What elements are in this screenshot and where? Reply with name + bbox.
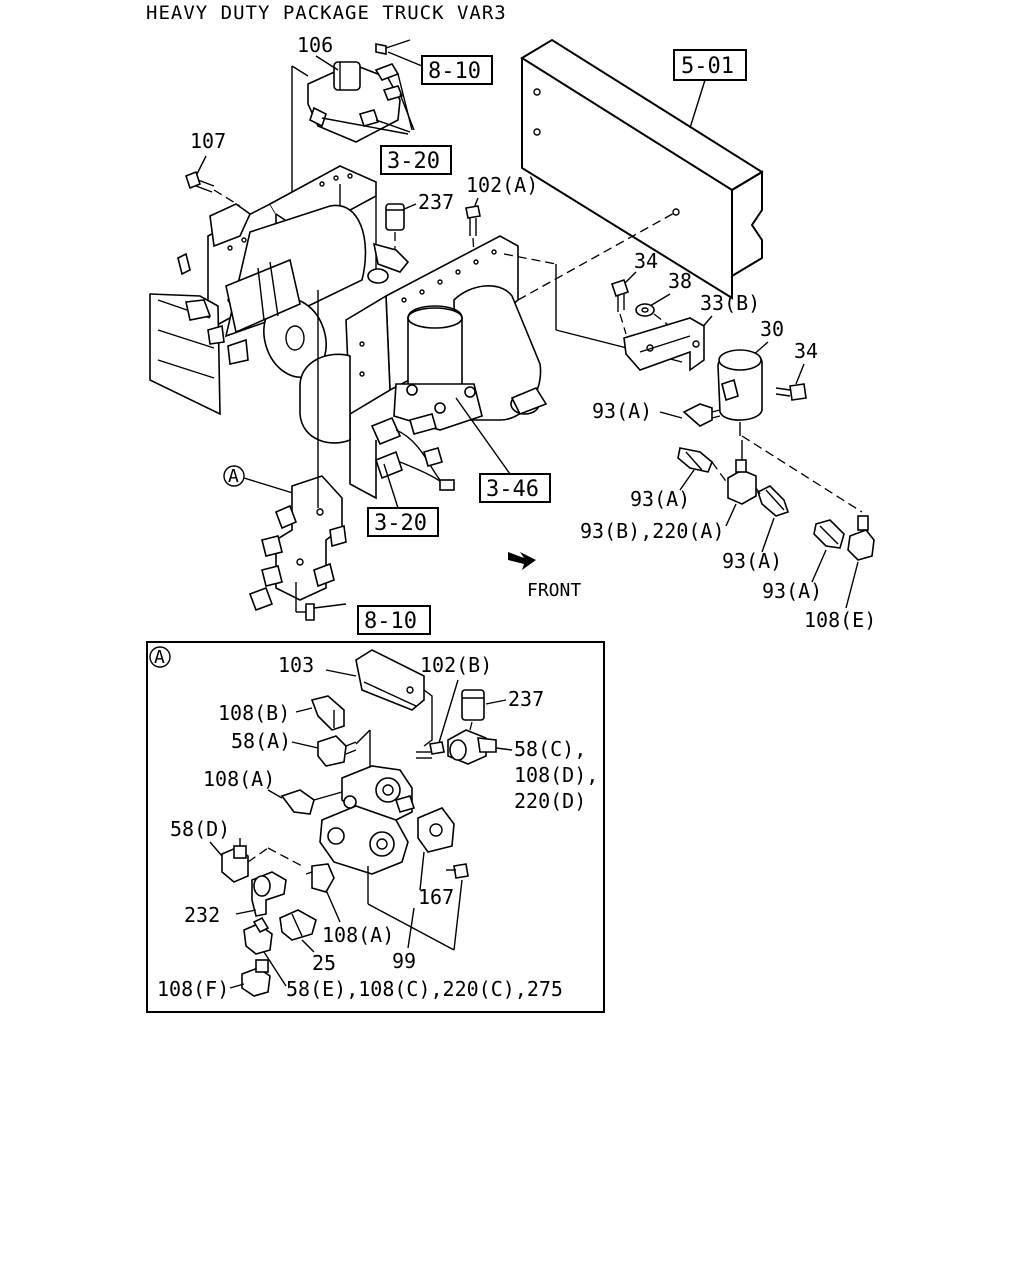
elbow-232 <box>251 871 287 917</box>
svg-text:8-10: 8-10 <box>364 609 417 634</box>
ref-box-3-20-mid[interactable]: 3-20 <box>367 507 439 537</box>
frame-rail <box>520 38 764 300</box>
callout-38: 38 <box>668 269 692 293</box>
callout-34-a: 34 <box>634 249 658 273</box>
transmission-housing <box>149 252 249 416</box>
callout-237-top: 237 <box>418 190 454 214</box>
elbow-108b <box>310 695 345 731</box>
callout-93a-3: 93(A) <box>722 549 782 573</box>
callout-220d: 220(D) <box>514 789 586 813</box>
bolt-102b <box>416 741 445 759</box>
callout-58d: 58(D) <box>170 817 230 841</box>
bolt-107 <box>185 170 241 207</box>
callout-108a-2: 108(A) <box>322 923 394 947</box>
svg-text:3-20: 3-20 <box>374 511 427 536</box>
ref-box-5-01[interactable]: 5-01 <box>673 49 747 81</box>
detail-marker-a[interactable]: A <box>149 646 171 668</box>
ref-box-3-46[interactable]: 3-46 <box>479 473 551 503</box>
callout-34-b: 34 <box>794 339 818 363</box>
bracket-33b <box>623 317 705 372</box>
callout-99: 99 <box>392 949 416 973</box>
fitting-58a <box>317 735 357 767</box>
callout-107: 107 <box>190 129 226 153</box>
svg-text:A: A <box>154 647 165 668</box>
callout-167: 167 <box>418 885 454 909</box>
ref-box-8-10-top[interactable]: 8-10 <box>421 55 493 85</box>
callout-93a-1: 93(A) <box>592 399 652 423</box>
callout-108f: 108(F) <box>157 977 229 1001</box>
callout-93a-2: 93(A) <box>630 487 690 511</box>
detail-frame-a <box>146 641 605 1013</box>
fitting-58d <box>221 838 249 883</box>
callout-58a: 58(A) <box>231 729 291 753</box>
valve-block-a <box>248 475 347 612</box>
fitting-25 <box>279 909 317 941</box>
air-tank-lower <box>299 285 542 444</box>
callout-25: 25 <box>312 951 336 975</box>
callout-232: 232 <box>184 903 220 927</box>
callout-58c: 58(C), <box>514 737 586 761</box>
callout-102a: 102(A) <box>466 173 538 197</box>
tee-58c <box>447 729 497 765</box>
valve-30 <box>717 349 763 436</box>
callout-58e-group: 58(E),108(C),220(C),275 <box>286 977 563 1001</box>
pressure-switch-237 <box>367 203 410 284</box>
callout-237: 237 <box>508 687 544 711</box>
bolt-34-b <box>775 383 807 401</box>
modulator-valve-106 <box>307 39 423 143</box>
ref-box-8-10-bottom[interactable]: 8-10 <box>357 605 431 635</box>
svg-text:5-01: 5-01 <box>681 54 734 79</box>
fitting-93a-1 <box>682 403 721 427</box>
solenoid-harness <box>370 413 455 491</box>
clip-8-10 <box>305 603 347 621</box>
elbow-108e <box>847 515 875 561</box>
callout-102b: 102(B) <box>420 653 492 677</box>
tee-93b <box>727 440 757 505</box>
fitting-93a-4 <box>813 519 845 549</box>
callout-108b: 108(B) <box>218 701 290 725</box>
bolt-34-a <box>610 278 630 335</box>
svg-text:8-10: 8-10 <box>428 59 481 84</box>
front-label: FRONT <box>527 580 581 601</box>
fitting-93a-2 <box>677 447 713 473</box>
callout-108a-1: 108(A) <box>203 767 275 791</box>
callout-93b-220a: 93(B),220(A) <box>580 519 725 543</box>
air-tank-upper <box>224 204 367 378</box>
page-title: HEAVY DUTY PACKAGE TRUCK VAR3 <box>146 2 507 24</box>
relay-valve-detail <box>319 765 455 875</box>
bracket-103 <box>355 649 433 747</box>
air-dryer <box>393 305 548 431</box>
fitting-108a-2 <box>305 863 335 893</box>
circle-marker-a-main[interactable]: A <box>223 465 245 487</box>
callout-108e: 108(E) <box>804 608 876 632</box>
svg-text:3-20: 3-20 <box>387 149 440 174</box>
bolt-167 <box>446 863 469 879</box>
fitting-93a-3 <box>757 485 790 517</box>
elbow-108a-1 <box>280 789 329 815</box>
callout-108d: 108(D), <box>514 763 598 787</box>
callout-30: 30 <box>760 317 784 341</box>
elbow-58e <box>243 916 273 955</box>
svg-text:A: A <box>228 466 239 487</box>
callout-33b: 33(B) <box>700 291 760 315</box>
callout-106: 106 <box>297 33 333 57</box>
elbow-108f <box>241 959 271 997</box>
front-arrow-icon <box>508 552 536 570</box>
callout-103: 103 <box>278 653 314 677</box>
callout-93a-4: 93(A) <box>762 579 822 603</box>
pressure-switch-237-detail <box>461 689 485 731</box>
ref-box-3-20-top[interactable]: 3-20 <box>380 145 452 175</box>
svg-text:3-46: 3-46 <box>486 477 539 502</box>
